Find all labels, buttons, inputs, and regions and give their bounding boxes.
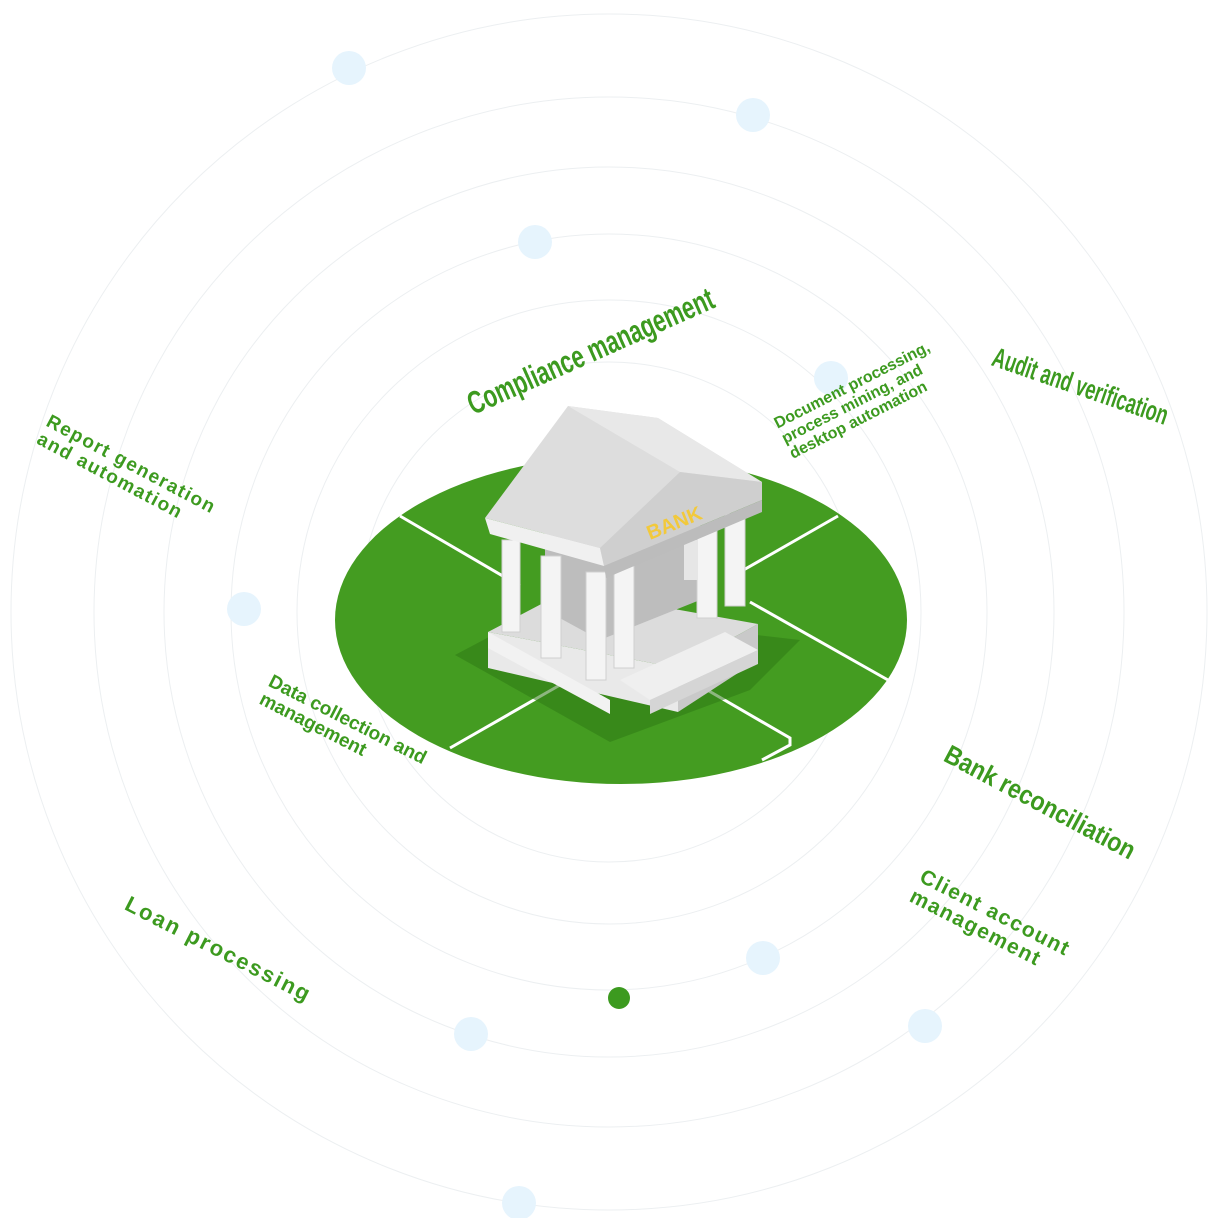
orbit-rings: [10, 13, 1208, 1211]
orbit-ring: [296, 299, 922, 925]
column: [724, 513, 746, 607]
stairs: [620, 632, 758, 700]
pediment: [600, 472, 762, 566]
entablature-right: [604, 500, 762, 578]
orbit-dot: [746, 941, 780, 975]
column: [684, 540, 698, 580]
orbit-dot: [518, 225, 552, 259]
orbit-dot: [814, 361, 848, 395]
orbit-dot: [454, 1017, 488, 1051]
column: [540, 555, 562, 659]
orbit-ring: [10, 13, 1208, 1211]
column: [613, 565, 635, 669]
roof-ridge: [568, 406, 762, 482]
base-front: [488, 632, 610, 714]
stairs-side: [650, 650, 758, 714]
orbit-dot: [908, 1009, 942, 1043]
orbit-dot: [332, 51, 366, 85]
orbit-dot: [502, 1186, 536, 1218]
orbit-dot: [736, 98, 770, 132]
columns: [501, 513, 746, 681]
orbit-ring: [163, 166, 1055, 1058]
column: [585, 571, 607, 681]
active-dot: [608, 987, 630, 1009]
column: [501, 539, 521, 633]
bank-building: BANK: [485, 406, 762, 714]
base-left: [488, 632, 678, 712]
orbit-dot: [227, 592, 261, 626]
orbit-dots: [227, 51, 942, 1218]
column: [696, 529, 718, 619]
entablature: [485, 518, 604, 566]
orbit-ring: [93, 96, 1125, 1128]
